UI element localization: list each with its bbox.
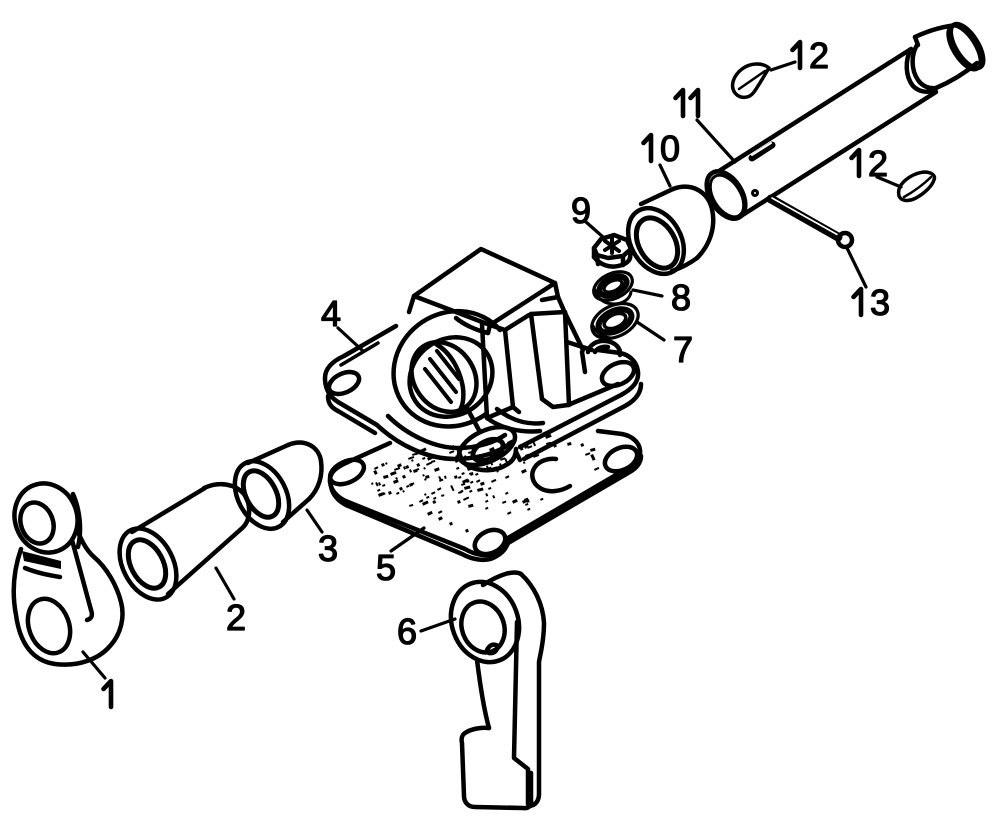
svg-text:5: 5: [376, 547, 396, 588]
svg-text:3: 3: [870, 282, 890, 323]
svg-text:9: 9: [571, 190, 591, 231]
svg-text:2: 2: [226, 597, 246, 638]
svg-text:4: 4: [321, 293, 341, 334]
svg-text:6: 6: [397, 611, 417, 652]
svg-text:8: 8: [671, 277, 691, 318]
svg-text:0: 0: [660, 128, 680, 169]
svg-text:2: 2: [868, 143, 888, 184]
svg-text:2: 2: [809, 35, 829, 76]
svg-text:7: 7: [673, 329, 693, 370]
svg-text:3: 3: [318, 528, 338, 569]
